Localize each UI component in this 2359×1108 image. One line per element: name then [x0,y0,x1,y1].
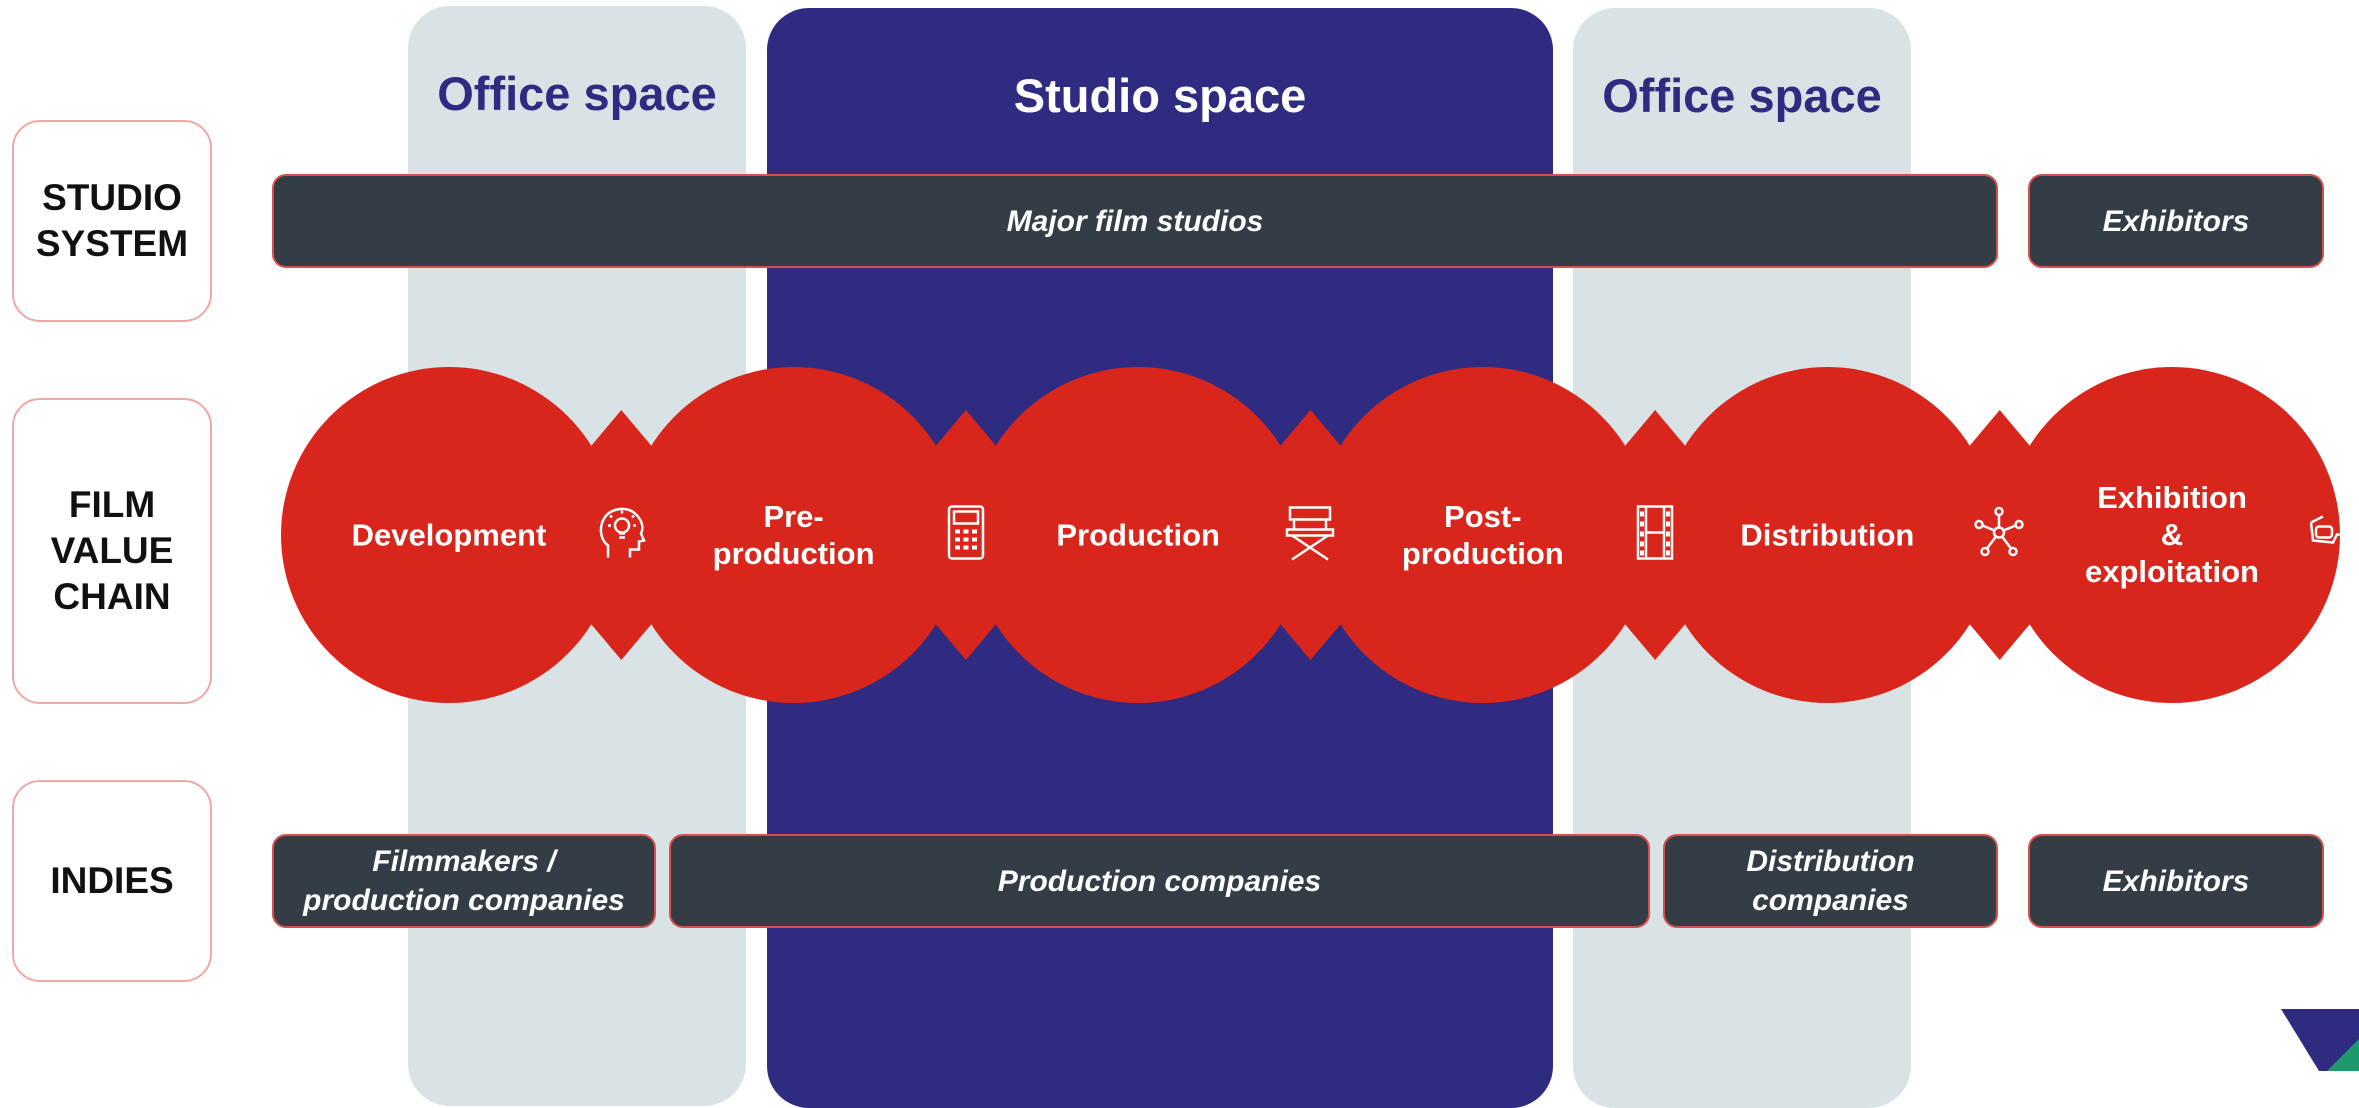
office-space-header-left: Office space [437,67,717,120]
row-label-studio-system: STUDIO SYSTEM [12,120,212,322]
stage-circle [2004,367,2340,703]
row-label-indies: INDIES [12,780,212,982]
calculator-icon [946,504,986,567]
studio-exhibitors-bar: Exhibitors [2028,174,2324,268]
stage-circle [1314,367,1651,703]
director-chair-icon [1284,504,1336,567]
stage-label: Pre- production [712,498,875,571]
stage-label: Distribution [1740,517,1915,553]
network-icon [1973,506,2025,564]
distribution-companies-bar: Distribution companies [1663,834,1998,928]
major-film-studios-bar: Major film studios [272,174,1998,268]
3d-glasses-icon [2309,513,2359,558]
stage-circle [970,367,1307,703]
stage-label: Exhibition & exploitation [2085,480,2259,590]
filmmakers-bar: Filmmakers / production companies [272,834,656,928]
row-label-film-value-chain: FILM VALUE CHAIN [12,398,212,704]
stage-circle [1659,367,1996,703]
stage-circle [625,367,962,703]
lightbulb-head-icon [594,504,648,567]
stage-label: Production [1056,517,1220,553]
corner-logo-mark [2281,1009,2359,1071]
production-companies-bar: Production companies [669,834,1650,928]
indies-exhibitors-bar: Exhibitors [2028,834,2324,928]
stage-circle [281,367,617,703]
stage-label: Development [351,517,547,553]
stage-label: Post- production [1401,498,1564,571]
film-value-chain-diagram [281,367,2340,703]
studio-space-header: Studio space [1013,69,1307,122]
film-strip-icon [1635,504,1675,567]
office-space-header-right: Office space [1602,69,1882,122]
